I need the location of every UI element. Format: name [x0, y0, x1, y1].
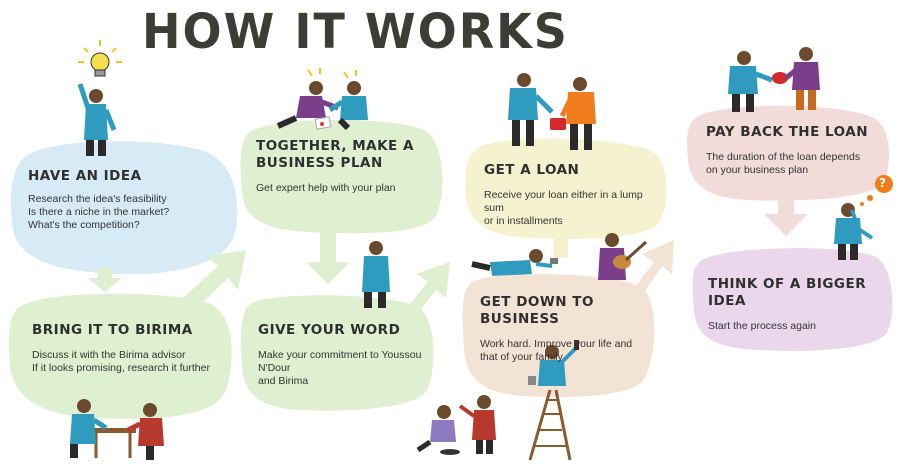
arrow-diag-2 [398, 262, 450, 326]
person-idea-figure [77, 83, 117, 156]
blob-give-your-word [240, 295, 434, 411]
step-text-line: Research the idea's feasibility [28, 193, 167, 205]
step-text-line: Discuss it with the Birima advisor [32, 349, 186, 361]
step-text-line: Start the process again [708, 320, 816, 332]
step-give-your-word: GIVE YOUR WORD Make your commitment to Y… [258, 322, 438, 388]
arrow-down-1 [88, 268, 122, 292]
step-business-plan: TOGETHER, MAKE A BUSINESS PLAN Get exper… [256, 138, 436, 195]
step-text-line: The duration of the loan depends [706, 151, 861, 163]
step-have-an-idea: HAVE AN IDEA Research the idea's feasibi… [28, 168, 224, 232]
step-text-line: that of your family [480, 351, 563, 363]
step-text-line: Receive your loan either in a lump sum [484, 189, 643, 214]
step-heading: THINK OF A BIGGER IDEA [708, 276, 867, 309]
question-mark-icon: ? [879, 176, 886, 190]
step-text-line: Is there a niche in the market? [28, 206, 170, 218]
blob-get-down-to-business [462, 274, 655, 397]
arrow-diag-3 [628, 240, 674, 302]
step-text-line: on your business plan [706, 164, 809, 176]
people-loan-figure [508, 73, 596, 150]
people-working-figure [471, 233, 648, 280]
step-text-line: or in installments [484, 215, 563, 227]
arrow-down-3 [554, 234, 568, 258]
arrow-diag-1 [172, 250, 246, 320]
people-meeting-figure [70, 399, 164, 460]
blob-business-plan [240, 119, 443, 234]
people-barber-figure [416, 395, 496, 455]
step-bring-it-to-birima: BRING IT TO BIRIMA Discuss it with the B… [32, 322, 228, 375]
blob-pay-back-the-loan [687, 105, 890, 201]
step-text-line: Work hard. Improve your life and [480, 338, 633, 350]
arrow-down-2 [306, 226, 350, 284]
people-planning-figure [276, 68, 368, 131]
step-think-bigger: THINK OF A BIGGER IDEA Start the process… [708, 276, 894, 333]
blob-think-bigger [692, 248, 893, 351]
step-heading: GET A LOAN [484, 162, 580, 178]
step-pay-back-the-loan: PAY BACK THE LOAN The duration of the lo… [706, 124, 886, 177]
blob-get-a-loan [465, 138, 667, 239]
step-heading: HAVE AN IDEA [28, 168, 142, 184]
lightbulb-icon [78, 40, 122, 77]
step-text-line: What's the competition? [28, 219, 140, 231]
person-thinking-figure [834, 175, 893, 260]
step-heading: BUSINESS PLAN [256, 155, 383, 171]
person-promise-figure [362, 241, 390, 308]
step-get-down-to-business: GET DOWN TO BUSINESS Work hard. Improve … [480, 294, 660, 364]
step-text-line: Get expert help with your plan [256, 182, 396, 194]
step-text-line: If it looks promising, research it furth… [32, 362, 210, 374]
people-payback-figure [728, 47, 820, 112]
step-heading: GET DOWN TO BUSINESS [480, 294, 594, 327]
ladder-painter-figure [528, 340, 579, 461]
step-heading: GIVE YOUR WORD [258, 322, 401, 338]
step-heading: BRING IT TO BIRIMA [32, 322, 193, 338]
arrow-down-4 [764, 196, 808, 236]
page-title: HOW IT WORKS [142, 2, 569, 60]
blob-bring-it-to-birima [8, 293, 232, 419]
step-get-a-loan: GET A LOAN Receive your loan either in a… [484, 162, 664, 228]
step-text-line: and Birima [258, 375, 309, 387]
blob-have-an-idea [11, 141, 238, 275]
step-heading: TOGETHER, MAKE A [256, 138, 414, 154]
step-heading: PAY BACK THE LOAN [706, 124, 869, 140]
step-text-line: Make your commitment to Youssou N'Dour [258, 349, 422, 374]
